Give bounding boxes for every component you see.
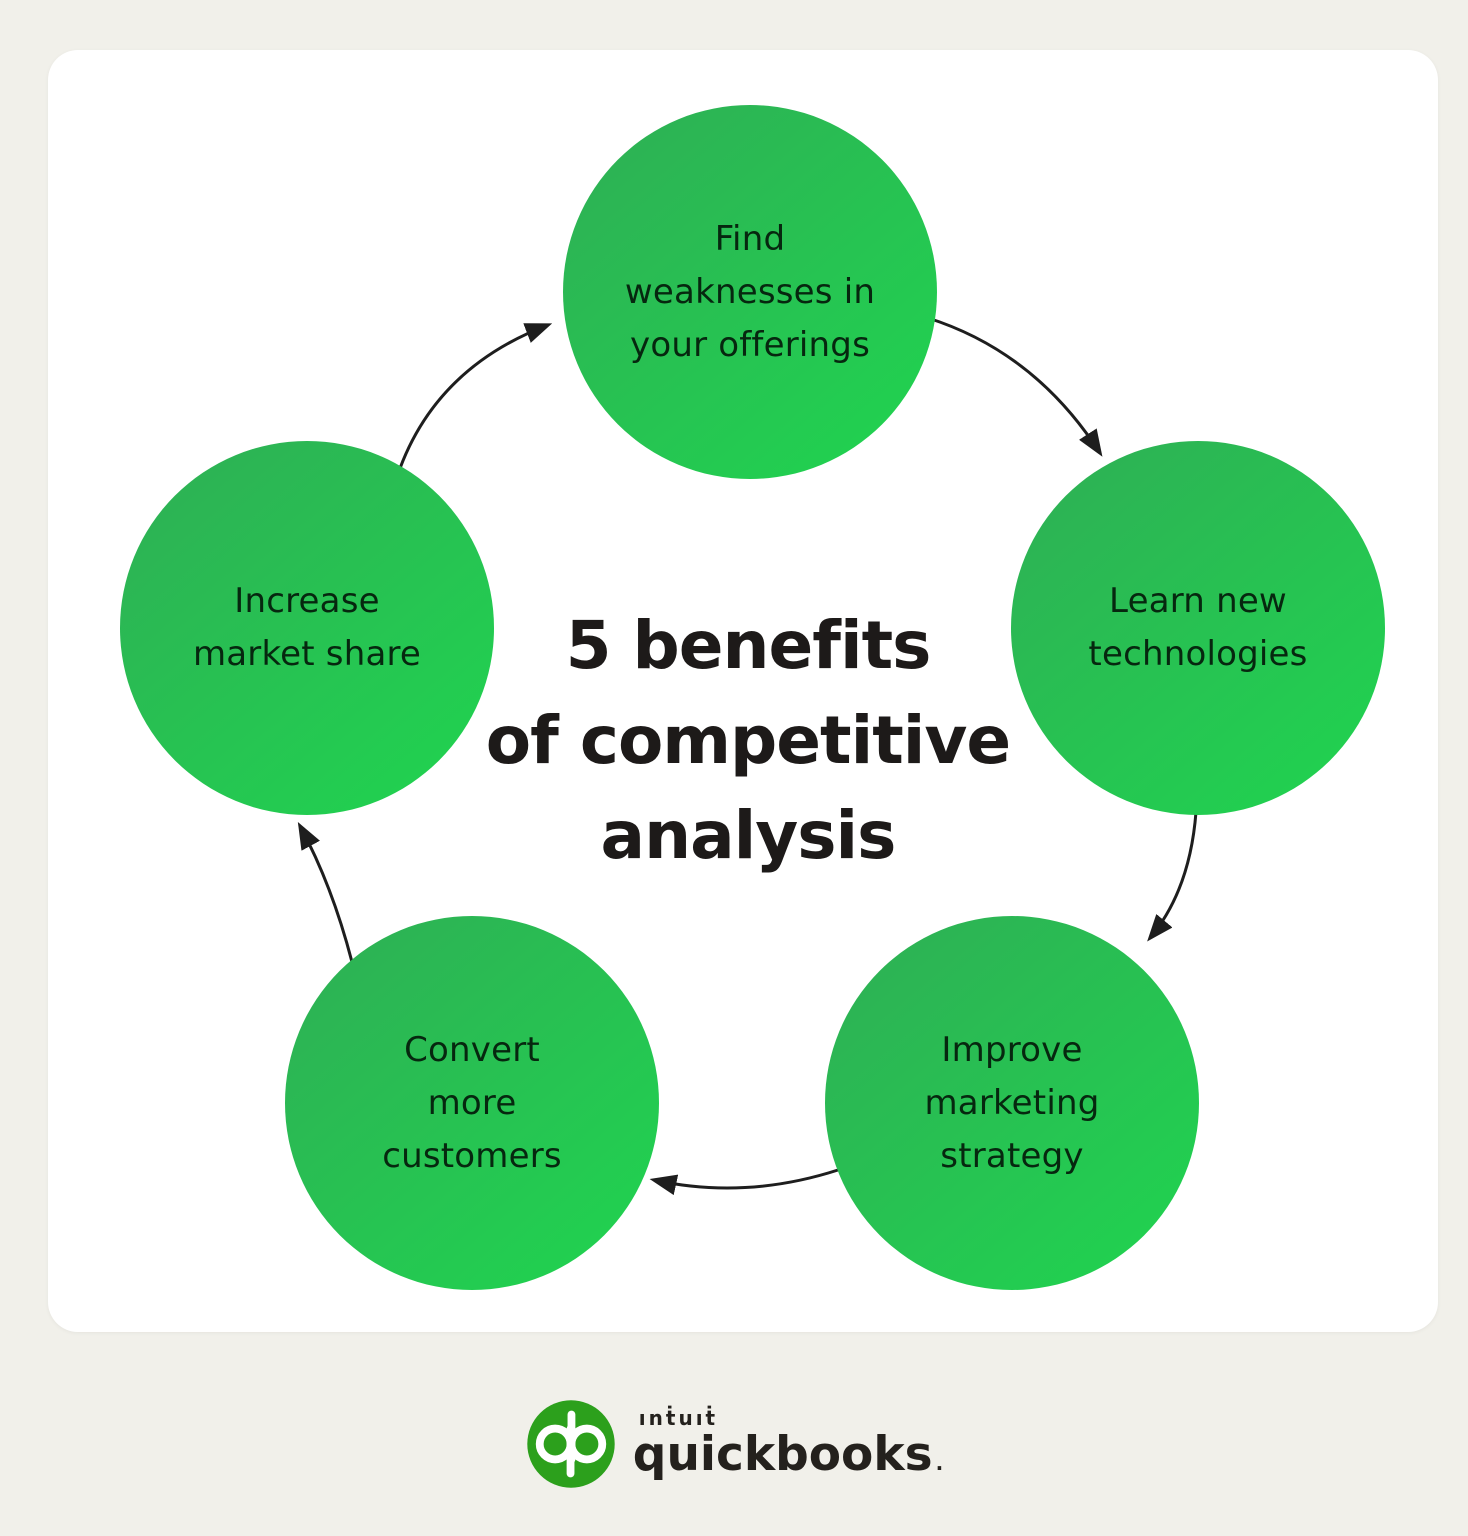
quickbooks-wordmark: quickbooks	[632, 1427, 933, 1482]
benefit-label-line: weaknesses in	[624, 271, 876, 312]
benefit-label-line: Improve	[941, 1029, 1083, 1070]
benefit-circle-convert-customers: Convert more customers	[285, 916, 659, 1290]
benefit-label-line: your offerings	[630, 324, 870, 365]
quickbooks-trademark-dot: .	[935, 1451, 944, 1475]
benefit-circle-learn-new-technologies: Learn new technologies	[1011, 441, 1385, 815]
benefit-label-line: customers	[382, 1135, 562, 1176]
benefit-circle-increase-market-share: Increase market share	[120, 441, 494, 815]
logo-wordmark: ınṫuıṫ quickbooks .	[633, 1407, 943, 1481]
title-line: analysis	[600, 797, 897, 874]
title-line: 5 benefits	[565, 607, 932, 684]
benefit-circle-improve-marketing: Improve marketing strategy	[825, 916, 1199, 1290]
benefit-label-line: market share	[192, 634, 422, 674]
benefit-label-line: marketing	[924, 1082, 1100, 1123]
page-title: 5 benefits of competitive analysis	[448, 598, 1048, 883]
benefit-label-line: strategy	[940, 1135, 1084, 1176]
intuit-wordmark: ınṫuıṫ	[638, 1406, 719, 1430]
benefit-label-line: Convert	[404, 1029, 540, 1070]
title-line: of competitive	[485, 702, 1011, 779]
qb-monogram-icon	[527, 1400, 615, 1488]
benefit-label-line: Find	[714, 218, 786, 259]
benefit-label-line: Increase	[234, 581, 380, 621]
benefit-label-line: Learn new	[1109, 581, 1287, 621]
quickbooks-logo: ınṫuıṫ quickbooks .	[0, 1398, 1468, 1490]
benefit-label-line: technologies	[1088, 634, 1308, 674]
benefit-circle-find-weaknesses: Find weaknesses in your offerings	[563, 105, 937, 479]
benefit-label-line: more	[427, 1082, 517, 1123]
